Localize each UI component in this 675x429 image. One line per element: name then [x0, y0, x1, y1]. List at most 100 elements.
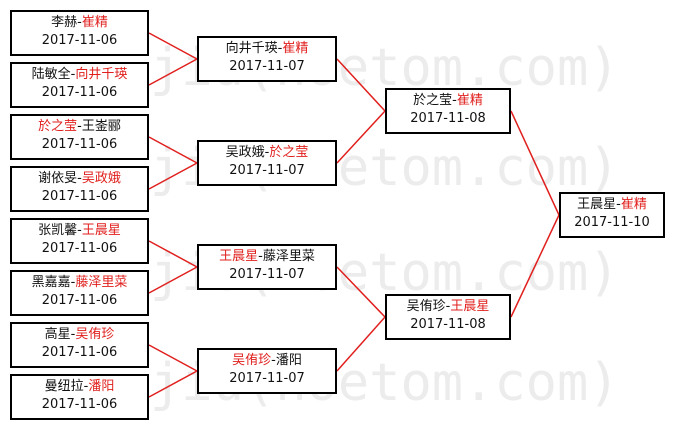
- match-date: 2017-11-07: [229, 163, 305, 178]
- match-players: 谢依旻-吴政娥: [12, 168, 147, 188]
- match-players: 於之莹-崔精: [387, 90, 509, 110]
- match-players: 吴侑珍-王晨星: [387, 296, 509, 316]
- match-players: 张凯馨-王晨星: [12, 220, 147, 240]
- player-right: 崔精: [81, 15, 108, 30]
- match-box-r1-8: 曼纽拉-潘阳 2017-11-06: [10, 374, 149, 420]
- match-box-r1-4: 谢依旻-吴政娥 2017-11-06: [10, 166, 149, 212]
- player-left: 李赫: [51, 15, 78, 30]
- match-box-r1-1: 李赫-崔精 2017-11-06: [10, 10, 149, 56]
- match-players: 吴政娥-於之莹: [199, 142, 335, 162]
- separator: -: [258, 249, 263, 264]
- connector-line: [336, 110, 386, 164]
- match-date: 2017-11-07: [229, 371, 305, 386]
- player-right: 潘阳: [275, 353, 302, 368]
- separator: -: [264, 145, 270, 160]
- match-players: 王晨星-崔精: [561, 194, 663, 214]
- match-date: 2017-11-07: [229, 267, 305, 282]
- player-left: 向井千瑛: [225, 41, 278, 56]
- connector-line: [148, 266, 198, 294]
- player-right: 吴政娥: [81, 171, 121, 186]
- separator: -: [277, 41, 283, 56]
- connector-line: [336, 266, 386, 318]
- match-players: 王晨星-藤泽里菜: [199, 246, 335, 266]
- separator: -: [445, 299, 451, 314]
- player-left: 高星: [44, 327, 71, 342]
- connector-line: [148, 240, 198, 268]
- match-players: 李赫-崔精: [12, 12, 147, 32]
- match-box-r1-6: 黑嘉嘉-藤泽里菜 2017-11-06: [10, 270, 149, 316]
- match-players: 曼纽拉-潘阳: [12, 376, 147, 396]
- match-date: 2017-11-06: [41, 397, 118, 412]
- separator: -: [77, 15, 82, 30]
- player-left: 王晨星: [219, 249, 259, 264]
- player-left: 黑嘉嘉: [31, 275, 71, 290]
- player-right: 崔精: [456, 93, 483, 108]
- player-right: 潘阳: [88, 379, 115, 394]
- separator: -: [83, 379, 89, 394]
- connector-line: [148, 344, 198, 372]
- player-left: 吴政娥: [225, 145, 265, 160]
- connector-line: [336, 58, 386, 112]
- match-players: 於之莹-王崟郦: [12, 116, 147, 136]
- match-players: 黑嘉嘉-藤泽里菜: [12, 272, 147, 292]
- match-players: 向井千瑛-崔精: [199, 38, 335, 58]
- connector-line: [148, 32, 198, 60]
- match-date: 2017-11-06: [41, 85, 118, 100]
- match-box-r2-2: 吴政娥-於之莹 2017-11-07: [197, 140, 337, 186]
- match-date: 2017-11-06: [41, 293, 118, 308]
- match-date: 2017-11-06: [41, 189, 118, 204]
- player-right: 藤泽里菜: [75, 275, 128, 290]
- match-box-r2-4: 吴侑珍-潘阳 2017-11-07: [197, 348, 337, 394]
- connector-line: [336, 316, 386, 372]
- match-players: 吴侑珍-潘阳: [199, 350, 335, 370]
- match-box-r3-1: 於之莹-崔精 2017-11-08: [385, 88, 511, 134]
- player-left: 於之莹: [38, 119, 78, 134]
- separator: -: [70, 327, 76, 342]
- player-right: 向井千瑛: [75, 67, 128, 82]
- separator: -: [70, 67, 76, 82]
- separator: -: [271, 353, 276, 368]
- connector-line: [148, 162, 198, 190]
- match-date: 2017-11-06: [41, 345, 118, 360]
- match-players: 陆敏全-向井千瑛: [12, 64, 147, 84]
- player-left: 张凯馨: [38, 223, 78, 238]
- match-date: 2017-11-07: [229, 59, 305, 74]
- match-box-r3-2: 吴侑珍-王晨星 2017-11-08: [385, 294, 511, 340]
- match-box-r1-5: 张凯馨-王晨星 2017-11-06: [10, 218, 149, 264]
- player-right: 吴侑珍: [75, 327, 115, 342]
- player-left: 曼纽拉: [44, 379, 84, 394]
- player-right: 王晨星: [450, 299, 490, 314]
- match-box-r1-2: 陆敏全-向井千瑛 2017-11-06: [10, 62, 149, 108]
- player-left: 吴侑珍: [406, 299, 446, 314]
- connector-line: [510, 214, 560, 318]
- player-left: 谢依旻: [38, 171, 78, 186]
- connector-line: [148, 58, 198, 86]
- separator: -: [77, 119, 82, 134]
- separator: -: [77, 171, 82, 186]
- player-right: 崔精: [620, 197, 647, 212]
- match-date: 2017-11-06: [41, 241, 118, 256]
- match-box-r1-7: 高星-吴侑珍 2017-11-06: [10, 322, 149, 368]
- match-date: 2017-11-06: [41, 137, 118, 152]
- match-box-final: 王晨星-崔精 2017-11-10: [559, 192, 665, 238]
- match-box-r2-3: 王晨星-藤泽里菜 2017-11-07: [197, 244, 337, 290]
- separator: -: [77, 223, 82, 238]
- player-right: 王晨星: [81, 223, 121, 238]
- player-right: 崔精: [282, 41, 309, 56]
- separator: -: [452, 93, 457, 108]
- player-left: 吴侑珍: [232, 353, 272, 368]
- player-right: 於之莹: [269, 145, 309, 160]
- match-players: 高星-吴侑珍: [12, 324, 147, 344]
- separator: -: [70, 275, 76, 290]
- match-box-r1-3: 於之莹-王崟郦 2017-11-06: [10, 114, 149, 160]
- player-left: 陆敏全: [31, 67, 71, 82]
- match-date: 2017-11-08: [410, 111, 486, 126]
- player-left: 王晨星: [577, 197, 617, 212]
- separator: -: [616, 197, 621, 212]
- connector-line: [148, 136, 198, 164]
- match-date: 2017-11-08: [410, 317, 486, 332]
- match-box-r2-1: 向井千瑛-崔精 2017-11-07: [197, 36, 337, 82]
- match-date: 2017-11-10: [574, 215, 650, 230]
